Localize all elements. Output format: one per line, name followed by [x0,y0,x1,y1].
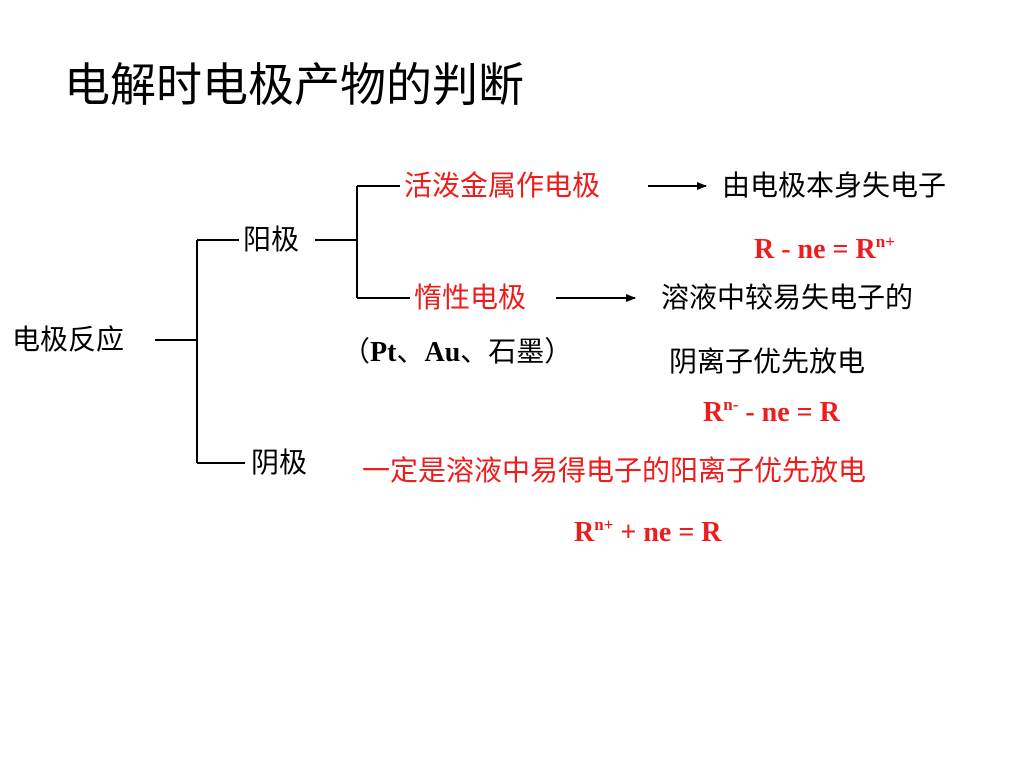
inert-electrode-result-line1: 溶液中较易失电子的 [661,281,914,314]
equation-r: R [574,517,595,548]
example-au: Au [424,337,461,368]
equation-superscript: n- [723,395,739,414]
inert-electrode-result-line2: 阴离子优先放电 [669,345,866,378]
equation-text: R - ne = R [754,234,876,265]
active-electrode-equation: R - ne = Rn+ [754,233,895,265]
paren-close: ） [544,335,573,368]
active-electrode-label: 活泼金属作电极 [404,169,601,202]
cathode-result: 一定是溶液中易得电子的阳离子优先放电 [362,454,867,487]
page-title: 电解时电极产物的判断 [64,58,524,112]
cathode-label: 阴极 [251,446,308,479]
cathode-equation: Rn+ + ne = R [574,516,722,548]
separator: 、 [396,335,425,368]
anode-label: 阳极 [243,223,300,256]
root-label: 电极反应 [12,323,125,356]
equation-r: R [703,397,724,428]
inert-electrode-label: 惰性电极 [414,281,527,314]
inert-electrode-equation: Rn- - ne = R [703,396,840,428]
active-electrode-result: 由电极本身失电子 [722,169,947,202]
equation-rest: + ne = R [613,517,722,548]
example-graphite: 、石墨 [460,335,545,368]
paren-open: （ [342,335,371,368]
inert-electrode-examples: （Pt、Au、石墨） [342,338,572,367]
equation-superscript: n+ [875,232,895,251]
equation-rest: - ne = R [738,397,840,428]
equation-superscript: n+ [594,515,614,534]
example-pt: Pt [370,337,397,368]
